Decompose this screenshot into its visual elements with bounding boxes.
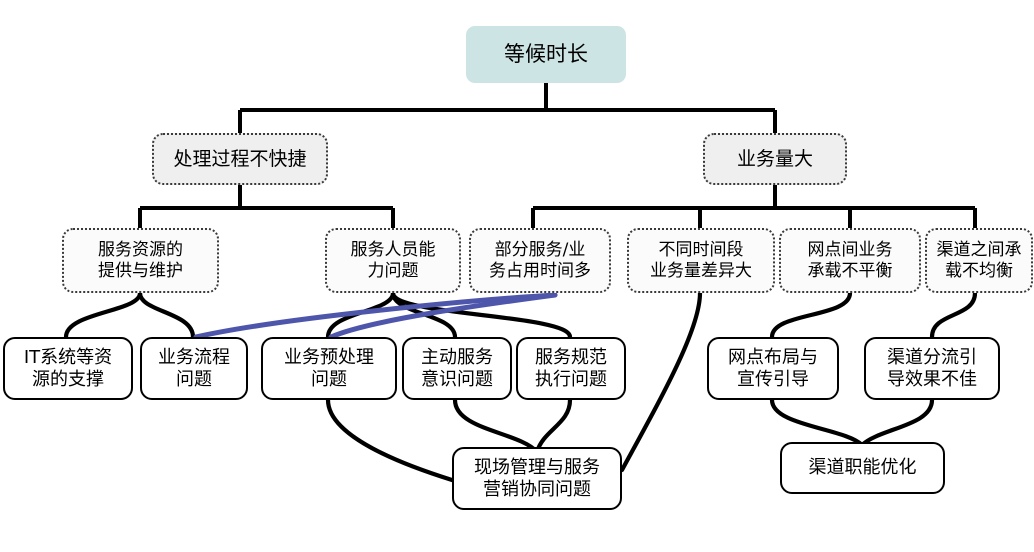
edge-l3a-l4b: [137, 290, 196, 340]
node-l3-branch-load-imbalance[interactable]: 网点间业务 承载不平衡: [779, 228, 921, 293]
edge-l3f-l4g: [929, 290, 978, 340]
node-l4-service-standard-execution[interactable]: 服务规范 执行问题: [516, 337, 626, 400]
node-l4-it-system-support[interactable]: IT系统等资 源的支撑: [3, 337, 133, 400]
edge-l3d-l5a: [619, 290, 703, 473]
edge-l4d-l5a: [452, 397, 540, 455]
node-l3-staff-capability[interactable]: 服务人员能 力问题: [325, 228, 461, 293]
edge-l4g-l5b: [859, 397, 935, 448]
edge-highlight-l3c-l4c: [328, 292, 558, 340]
edge-l3a-l4a: [63, 290, 143, 340]
edge-l3b-l4e: [390, 290, 573, 340]
node-l4-channel-diversion-effect[interactable]: 渠道分流引 导效果不佳: [864, 337, 1000, 400]
edge-l4e-l5a: [534, 397, 573, 455]
node-l4-business-process-issue[interactable]: 业务流程 问题: [140, 337, 248, 400]
edge-highlight-l3c-l4b: [193, 292, 558, 340]
edge-l4f-l5b: [769, 397, 865, 448]
node-l5-onsite-management-marketing[interactable]: 现场管理与服务 营销协同问题: [452, 447, 622, 510]
node-root[interactable]: 等候时长: [466, 26, 626, 83]
node-l4-proactive-service-awareness[interactable]: 主动服务 意识问题: [402, 337, 512, 400]
edge-l3e-l4f: [769, 290, 853, 340]
node-l3-channel-load-imbalance[interactable]: 渠道之间承 载不均衡: [925, 228, 1033, 293]
node-l5-channel-function-optimization[interactable]: 渠道职能优化: [780, 442, 945, 494]
node-l4-branch-layout-promotion[interactable]: 网点布局与 宣传引导: [707, 337, 839, 400]
node-l2-processing-not-fast[interactable]: 处理过程不快捷: [152, 133, 328, 185]
node-l4-pre-processing-issue[interactable]: 业务预处理 问题: [261, 337, 397, 400]
node-l3-services-take-long[interactable]: 部分服务/业 务占用时间多: [469, 228, 611, 293]
node-l3-time-period-variance[interactable]: 不同时间段 业务量差异大: [627, 228, 775, 293]
node-l2-high-business-volume[interactable]: 业务量大: [703, 133, 847, 185]
node-l3-service-resource-provision[interactable]: 服务资源的 提供与维护: [62, 228, 219, 293]
edge-l4c-l5a: [325, 397, 455, 483]
